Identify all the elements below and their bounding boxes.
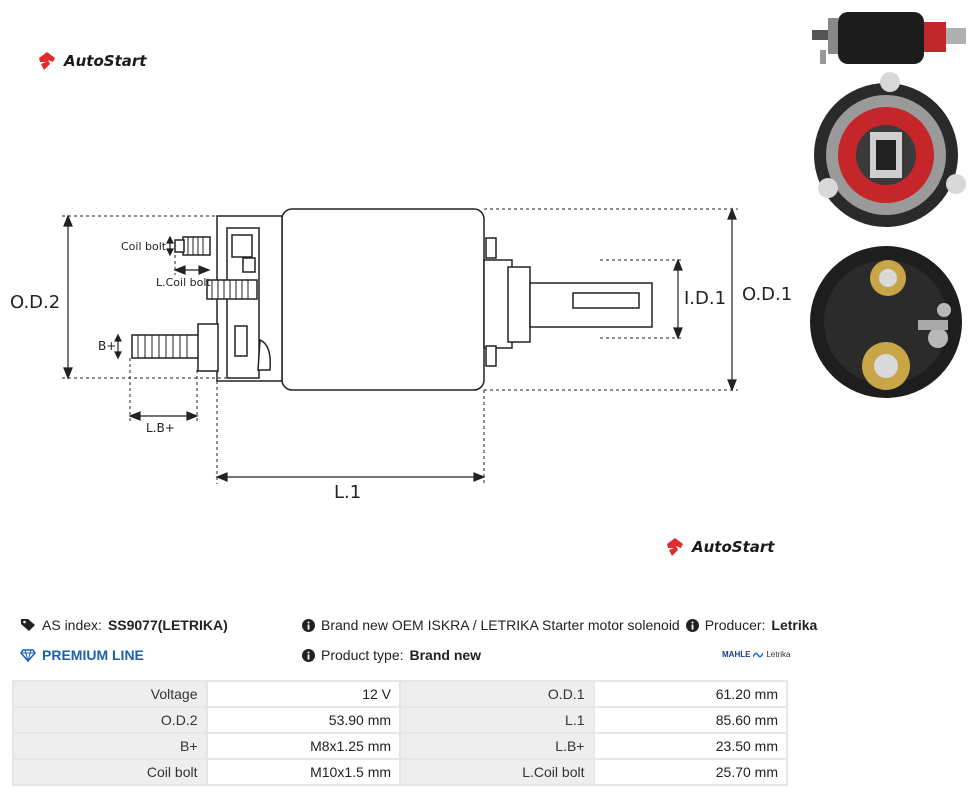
label-od2: O.D.2 [10,292,60,313]
spec-value-cell: M8x1.25 mm [205,732,402,760]
product-type-row: Product type: Brand new [302,647,481,663]
spec-value-cell: 12 V [205,680,402,708]
product-type-label: Product type: [321,647,404,663]
description-row: Brand new OEM ISKRA / LETRIKA Starter mo… [302,617,817,633]
tag-icon [21,619,35,631]
spec-value-cell: 61.20 mm [592,680,788,708]
brand-name: AutoStart [64,52,147,70]
label-l-b-plus: L.B+ [146,421,175,435]
mahle-text: MAHLE [722,650,751,659]
diamond-icon [20,648,36,662]
product-photo-side [806,4,972,68]
info-icon [302,618,315,632]
premium-line-text: PREMIUM LINE [42,647,144,663]
spec-name-cell: L.B+ [399,732,595,760]
autostart-logo-icon [667,538,683,556]
info-icon [685,618,699,632]
product-photo-front [806,70,972,238]
label-b-plus: B+ [98,339,116,353]
spec-name-cell: O.D.2 [12,706,208,734]
spec-value-cell: 85.60 mm [592,706,788,734]
description-text: Brand new OEM ISKRA / LETRIKA Starter mo… [321,617,680,633]
spec-name-cell: L.1 [399,706,595,734]
label-l1: L.1 [334,482,361,503]
spec-value-cell: 25.70 mm [592,758,788,786]
mahle-letrika-logo: MAHLE Letrika [722,650,790,659]
letrika-text: Letrika [766,650,791,659]
product-type-value: Brand new [409,647,482,663]
label-id1: I.D.1 [684,288,726,309]
brand-logo-top: AutoStart [36,50,146,72]
as-index-value: SS9077(LETRIKA) [107,617,228,633]
product-photo-rear [806,242,972,408]
spec-value-cell: 53.90 mm [205,706,402,734]
brand-name: AutoStart [692,538,775,556]
spec-name-cell: B+ [12,732,208,760]
producer-value: Letrika [771,617,818,633]
spec-name-cell: O.D.1 [399,680,595,708]
solenoid-dimension-drawing: O.D.2 O.D.1 I.D.1 L.1 Coil bolt L.Coil b… [10,207,792,503]
label-od1: O.D.1 [742,284,792,305]
label-coil-bolt: Coil bolt [121,240,167,253]
premium-line-badge: PREMIUM LINE [20,647,144,663]
spec-value-cell: 23.50 mm [592,732,788,760]
spec-name-cell: L.Coil bolt [399,758,595,786]
info-icon [302,648,315,662]
spec-name-cell: Voltage [12,680,208,708]
spec-name-cell: Coil bolt [12,758,208,786]
spec-value-cell: M10x1.5 mm [205,758,402,786]
as-index-label: AS index: [42,617,102,633]
autostart-logo-icon [39,52,55,70]
label-l-coil-bolt: L.Coil bolt [156,276,211,289]
wave-icon [753,652,764,657]
as-index-row: AS index: SS9077(LETRIKA) [20,617,228,633]
producer-label: Producer: [704,617,766,633]
brand-logo-bottom: AutoStart [664,536,774,558]
